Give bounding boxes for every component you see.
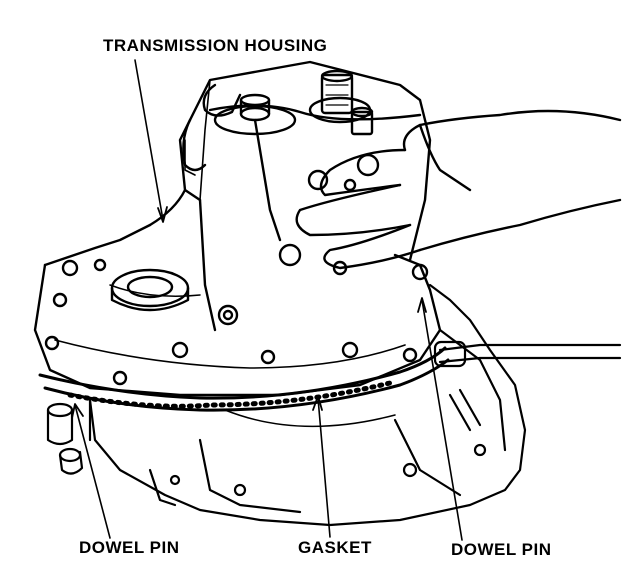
leader-gasket: [317, 397, 331, 538]
leader-housing-arrow: [157, 206, 168, 223]
top-face-and-shafts: [208, 69, 422, 136]
leader-lines: [71, 59, 463, 541]
label-dowel-pin-right: DOWEL PIN: [451, 540, 552, 559]
leader-dowel-left: [74, 404, 111, 539]
leader-dowel-left-arrow: [71, 403, 84, 419]
label-gasket: GASKET: [298, 538, 372, 557]
leader-dowel-right-arrow: [417, 297, 427, 313]
leader-gasket-arrow: [312, 395, 323, 411]
wire-harness: [433, 340, 622, 432]
left-dowel-pin-detail: [46, 398, 92, 475]
hands: [182, 83, 622, 270]
housing-body: [148, 60, 432, 332]
gasket-band: [38, 346, 450, 412]
transmission-case: [88, 283, 527, 527]
housing-flange: [33, 223, 442, 397]
label-dowel-pin-left: DOWEL PIN: [79, 538, 180, 557]
label-transmission-housing: TRANSMISSION HOUSING: [103, 36, 328, 55]
bearing-boss: [110, 268, 190, 312]
leader-dowel-right: [421, 299, 463, 541]
leader-housing: [134, 59, 164, 221]
